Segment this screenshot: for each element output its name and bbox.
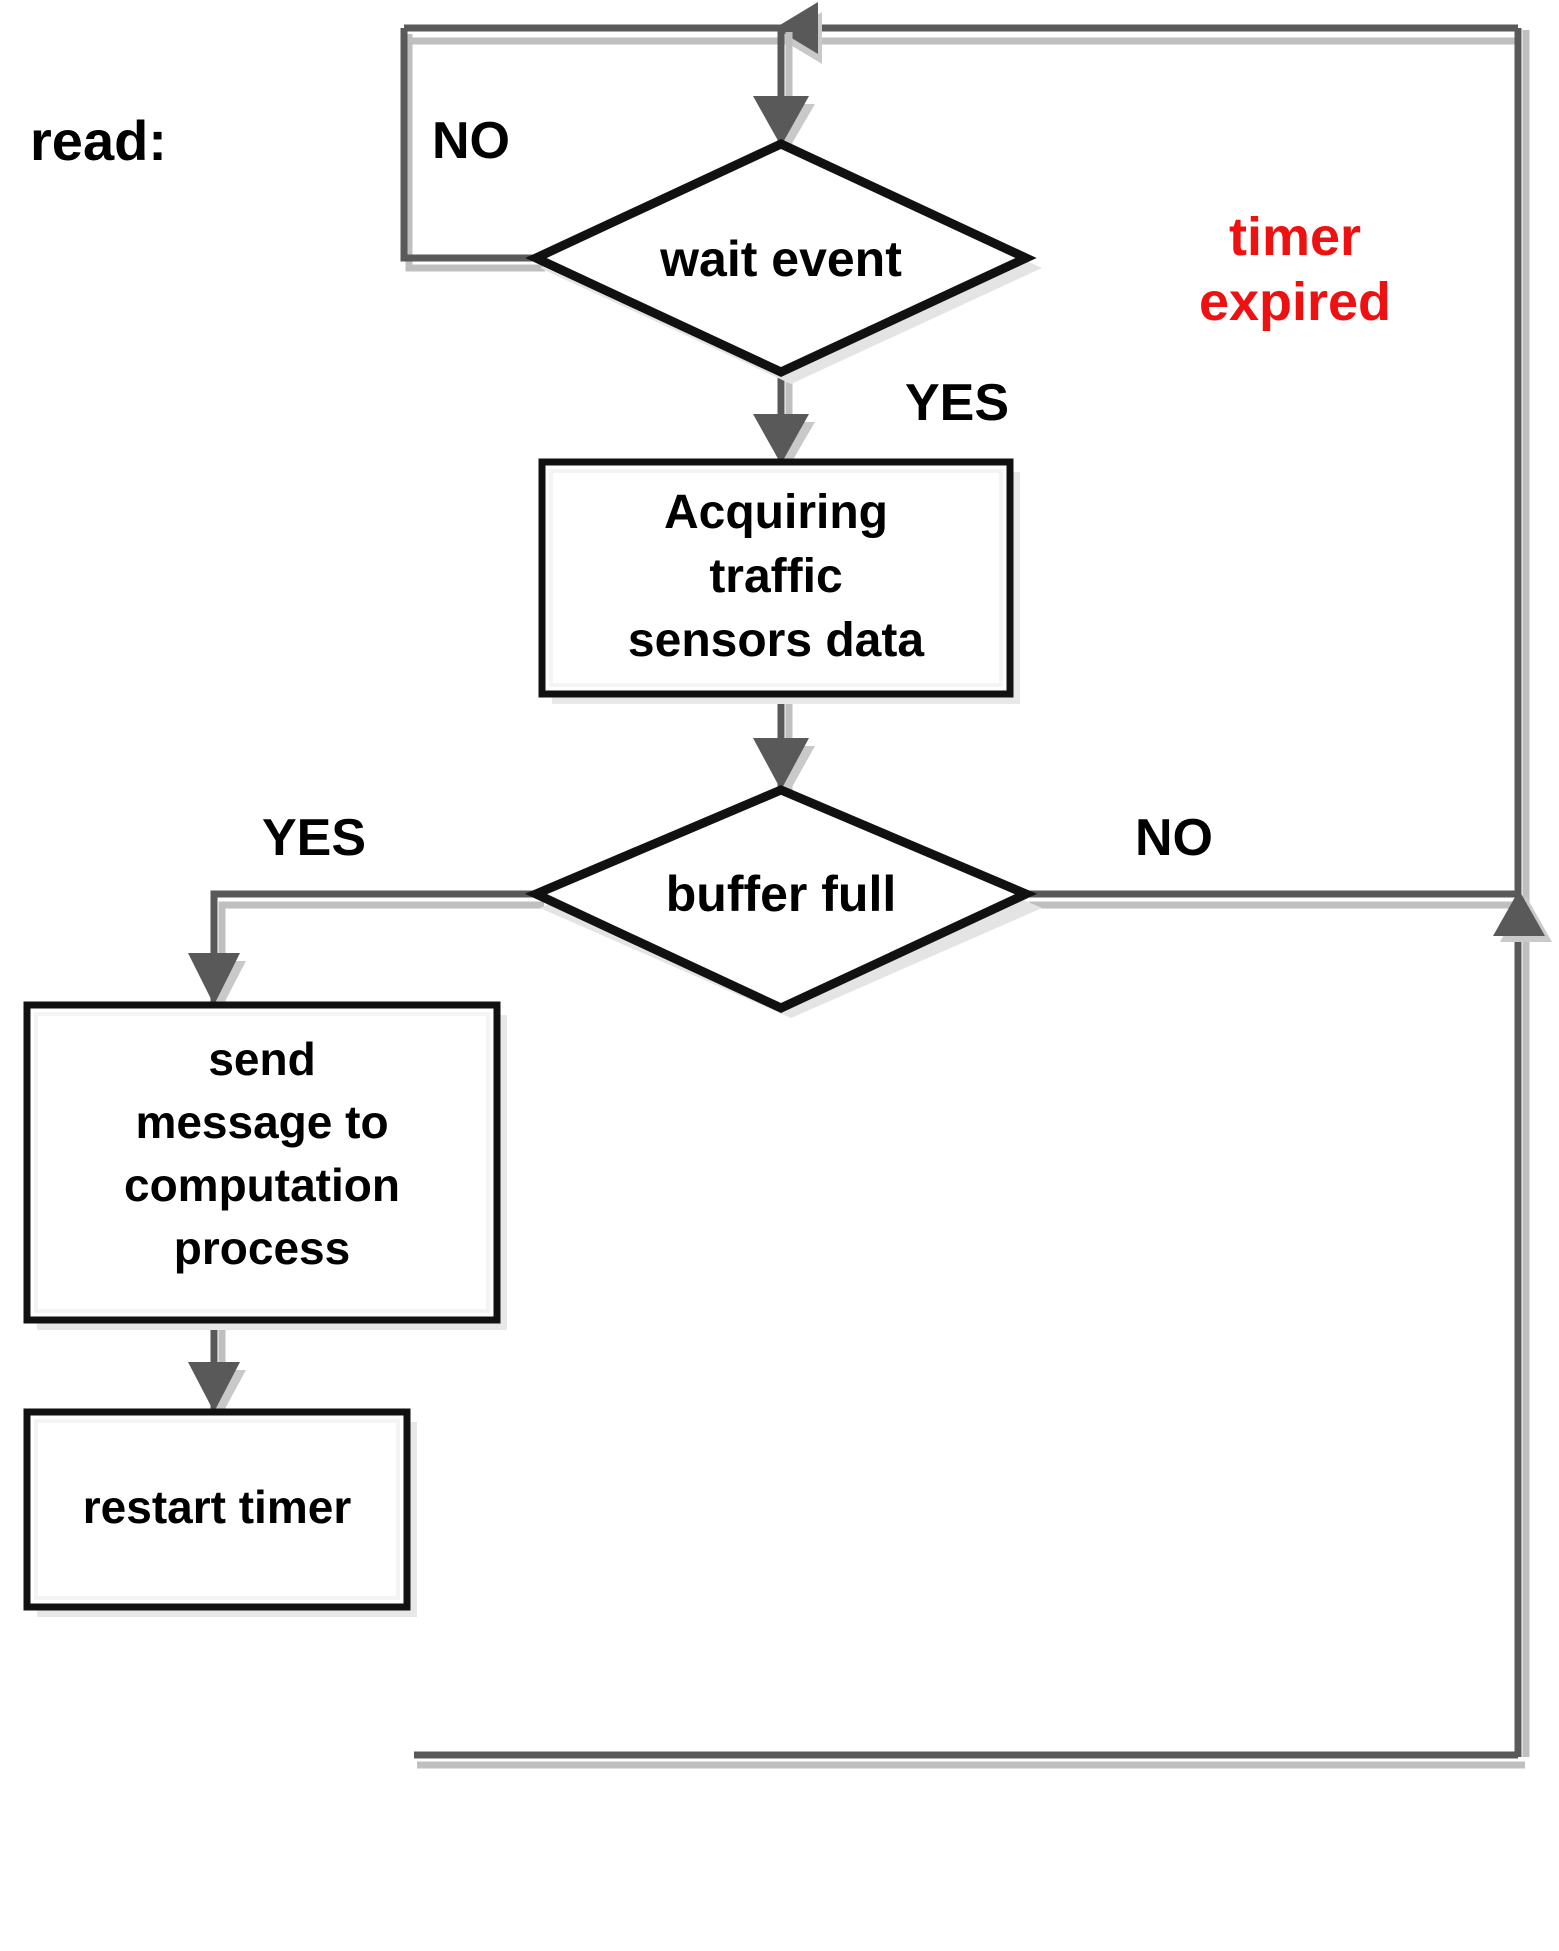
read-label: read: — [30, 109, 167, 172]
node-buffer-full[interactable]: buffer full — [524, 785, 1042, 1018]
node-restart-timer[interactable]: restart timer — [23, 1408, 417, 1617]
node-send-message[interactable]: send message to computation process — [23, 1001, 507, 1330]
edge-buffer-no — [1026, 890, 1552, 942]
node-buffer-full-label: buffer full — [666, 866, 897, 922]
node-restart-timer-label: restart timer — [83, 1481, 352, 1533]
annotation-timer-expired-line2: expired — [1199, 272, 1391, 332]
node-send-message-line1: send — [208, 1033, 315, 1085]
edge-acquire-to-buffer — [753, 692, 815, 796]
edge-send-to-restart — [188, 1318, 246, 1418]
edge-wait-event-no-loop — [400, 28, 545, 272]
edge-wait-event-yes — [753, 368, 815, 470]
edge-timer-return-rail — [404, 2, 1521, 64]
node-send-message-line2: message to — [135, 1096, 388, 1148]
edge-label-buffer-yes: YES — [262, 809, 366, 867]
node-wait-event-label: wait event — [659, 231, 902, 287]
node-send-message-line3: computation — [124, 1159, 400, 1211]
node-acquire-line1: Acquiring — [664, 486, 888, 539]
edge-label-wait-no: NO — [432, 112, 510, 170]
edge-label-wait-yes: YES — [905, 374, 1009, 432]
node-acquire-traffic[interactable]: Acquiring traffic sensors data — [538, 458, 1020, 704]
edge-into-wait-event — [753, 28, 815, 152]
edge-restart-to-rail — [414, 1751, 1525, 1769]
node-acquire-line3: sensors data — [628, 614, 924, 667]
edge-buffer-yes — [188, 890, 544, 1011]
annotation-timer-expired-line1: timer — [1229, 207, 1361, 267]
edge-label-buffer-no: NO — [1135, 809, 1213, 867]
node-wait-event[interactable]: wait event — [525, 139, 1042, 384]
node-acquire-line2: traffic — [709, 550, 842, 603]
node-send-message-line4: process — [174, 1222, 350, 1274]
